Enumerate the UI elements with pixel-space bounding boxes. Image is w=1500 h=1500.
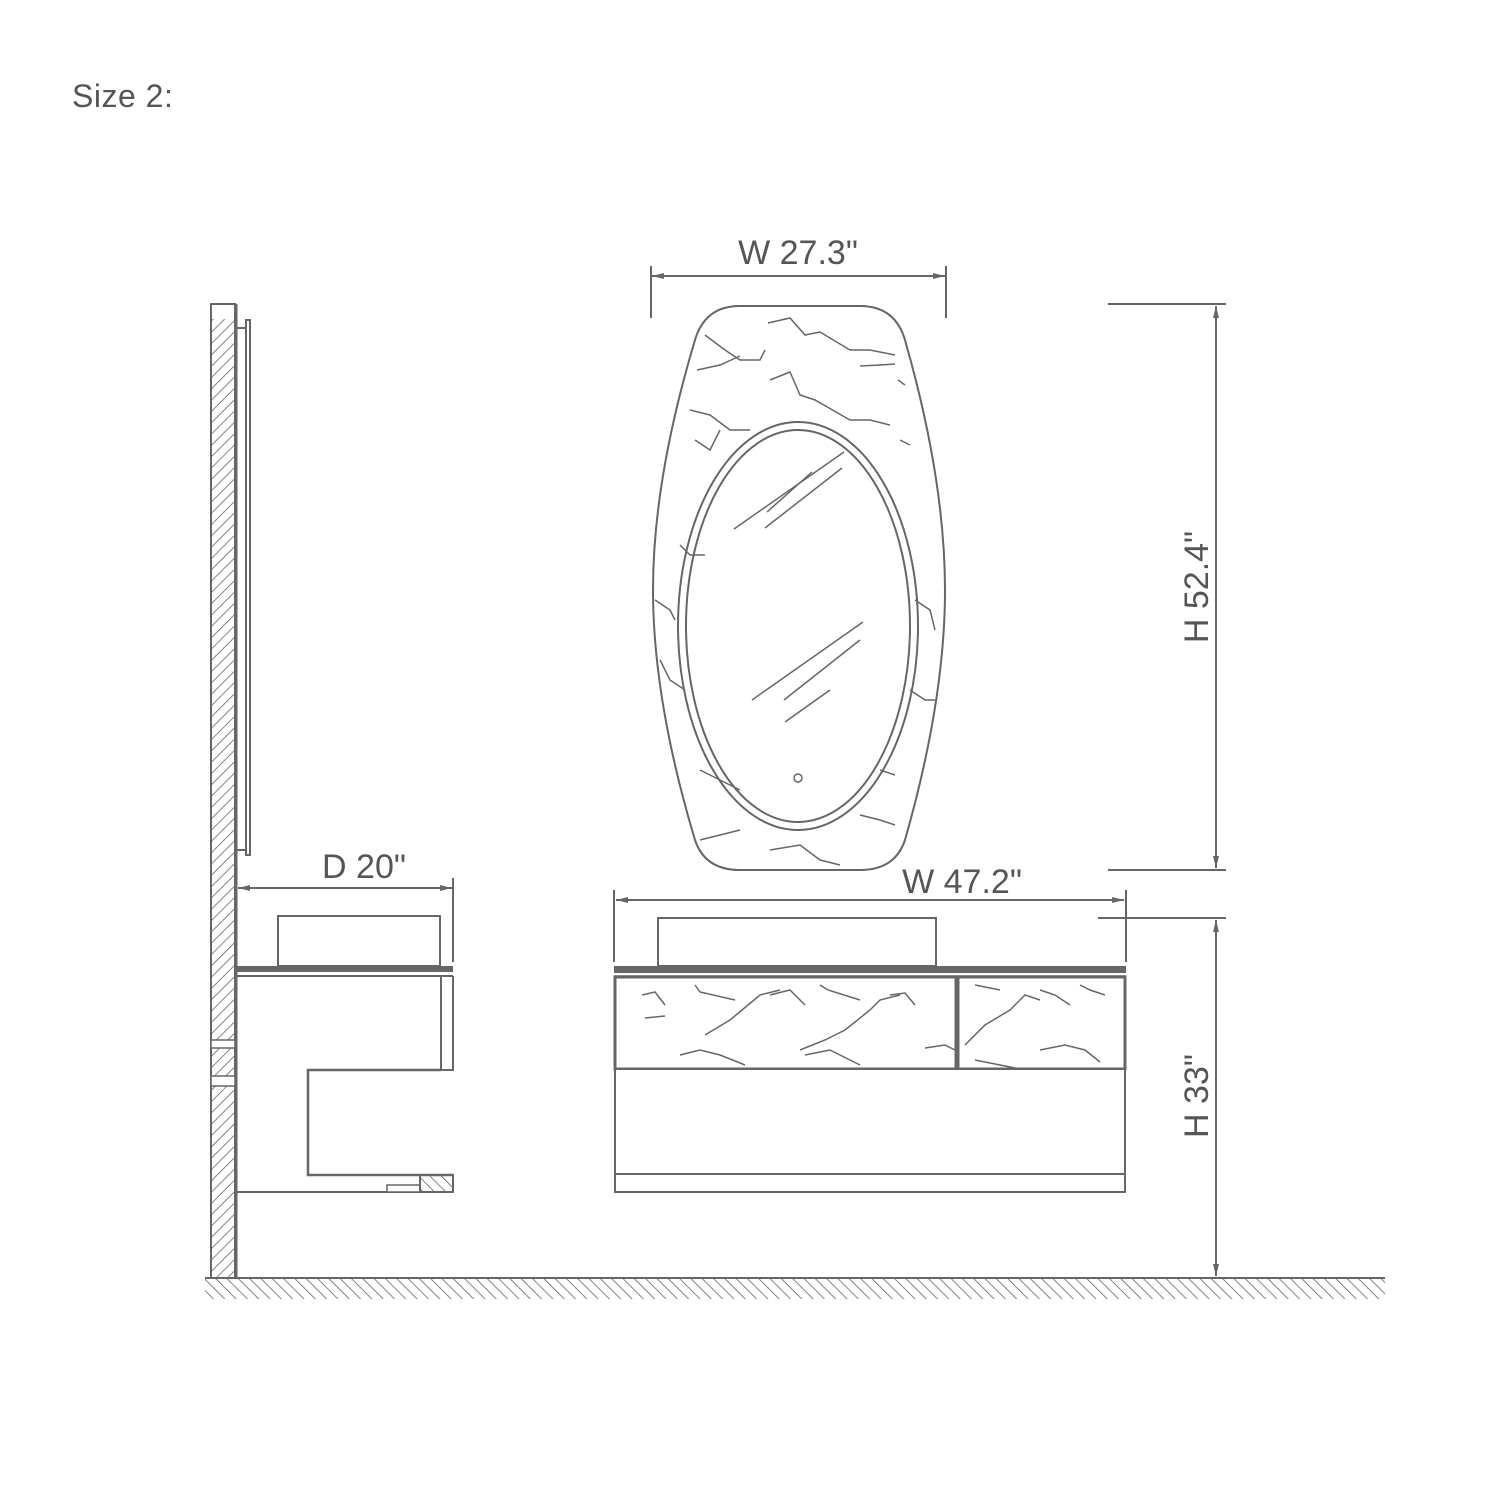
- vanity-width-dimension: W 47.2": [613, 863, 1127, 962]
- mirror-front: [651, 305, 947, 871]
- vanity-height-dimension: H 33": [1098, 917, 1226, 1276]
- mirror-height-label: H 52.4": [1178, 531, 1216, 643]
- touch-sensor-icon: [793, 773, 803, 783]
- vanity-front: [613, 917, 1127, 1193]
- depth-label: D 20": [322, 848, 406, 886]
- depth-dimension: D 20": [238, 848, 454, 962]
- mirror-width-dimension: W 27.3": [650, 234, 947, 318]
- vanity-width-label: W 47.2": [902, 863, 1022, 901]
- vanity-height-label: H 33": [1178, 1054, 1216, 1138]
- side-view: [210, 303, 454, 1279]
- mirror-height-dimension: H 52.4": [1108, 303, 1226, 871]
- page-title: Size 2:: [72, 78, 174, 114]
- mirror-width-label: W 27.3": [738, 234, 858, 272]
- floor: [205, 1277, 1385, 1299]
